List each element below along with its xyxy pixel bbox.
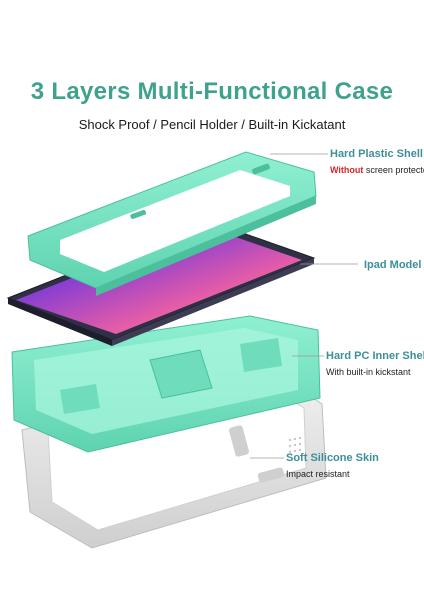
warning-text: Without: [330, 165, 364, 175]
inner-shell-callout: Hard PC Inner Shell With built-in kickst…: [326, 350, 424, 377]
inner-shell-layer: [11, 315, 321, 453]
callout-heading: Soft Silicone Skin: [286, 452, 379, 464]
callout-heading: Ipad Model: [364, 259, 422, 271]
callout-heading: Hard Plastic Shell: [330, 148, 423, 160]
hard-shell-callout: Hard Plastic Shell Without screen protec…: [330, 148, 424, 175]
callout-desc: Without screen protector: [330, 165, 424, 175]
page-subtitle: Shock Proof / Pencil Holder / Built-in K…: [78, 117, 346, 132]
callout-desc-rest: screen protector: [365, 165, 424, 175]
callout-desc: Impact resistant: [286, 469, 350, 479]
page-title: 3 Layers Multi-Functional Case: [30, 78, 394, 105]
ipad-callout: Ipad Model: [364, 259, 421, 271]
callout-heading: Hard PC Inner Shell: [326, 350, 424, 362]
callout-desc: With built-in kickstant: [326, 367, 411, 377]
silicone-callout: Soft Silicone Skin Impact resistant: [286, 452, 379, 479]
hard-shell-layer: [27, 151, 317, 296]
